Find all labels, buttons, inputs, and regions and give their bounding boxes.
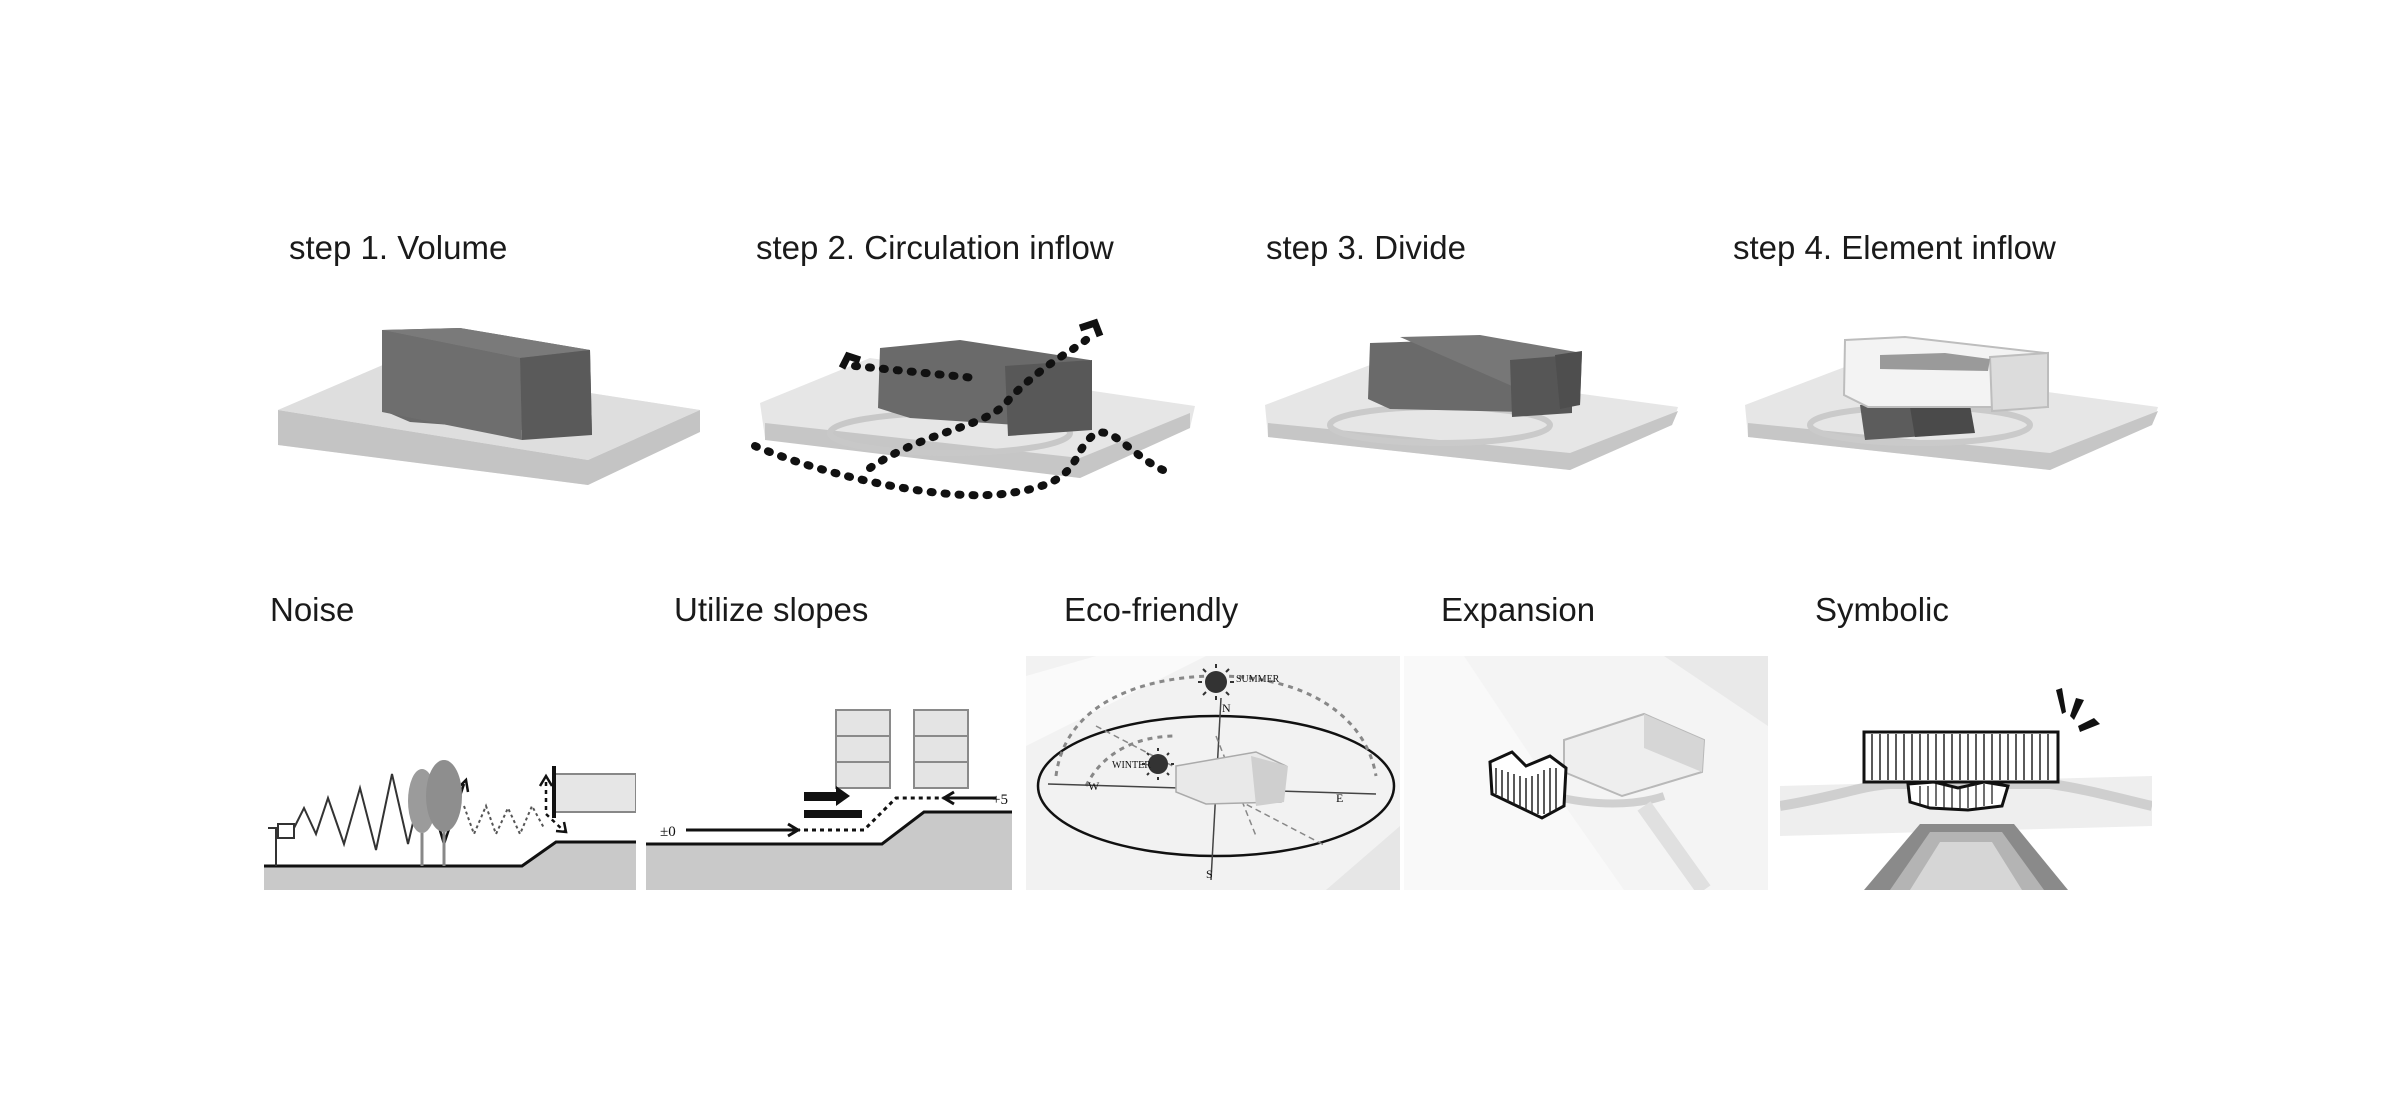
step-2-label: step 2. Circulation inflow (756, 229, 1114, 266)
start-level-text: ±0 (660, 824, 676, 840)
step-1-volume-diagram (270, 320, 710, 500)
eco-friendly-label: Eco-friendly (1064, 591, 1239, 628)
utilize-slopes-label: Utilize slopes (674, 591, 869, 628)
summer-label: SUMMER (1236, 674, 1280, 685)
step-2-circulation-diagram (750, 318, 1200, 508)
west-label: W (1088, 779, 1100, 793)
noise-diagram (264, 656, 636, 890)
symbolic-label: Symbolic (1815, 591, 1949, 628)
symbolic-diagram (1780, 656, 2152, 890)
east-label: E (1336, 791, 1343, 805)
step-4-element-diagram (1740, 325, 2160, 495)
noise-label: Noise (270, 591, 355, 628)
eco-friendly-sunpath-diagram: SUMMER WINTER N S E W (1026, 656, 1400, 890)
expansion-label: Expansion (1441, 591, 1596, 628)
step-1-label: step 1. Volume (289, 229, 508, 266)
expansion-diagram (1404, 656, 1768, 890)
south-label: S (1206, 867, 1213, 881)
winter-label: WINTER (1112, 760, 1151, 771)
end-level-text: +5 (992, 792, 1008, 808)
step-3-divide-diagram (1260, 325, 1680, 495)
utilize-slopes-diagram: ±0 +5 (646, 656, 1012, 890)
step-3-label: step 3. Divide (1266, 229, 1466, 266)
step-4-label: step 4. Element inflow (1733, 229, 2056, 266)
north-label: N (1222, 701, 1231, 715)
